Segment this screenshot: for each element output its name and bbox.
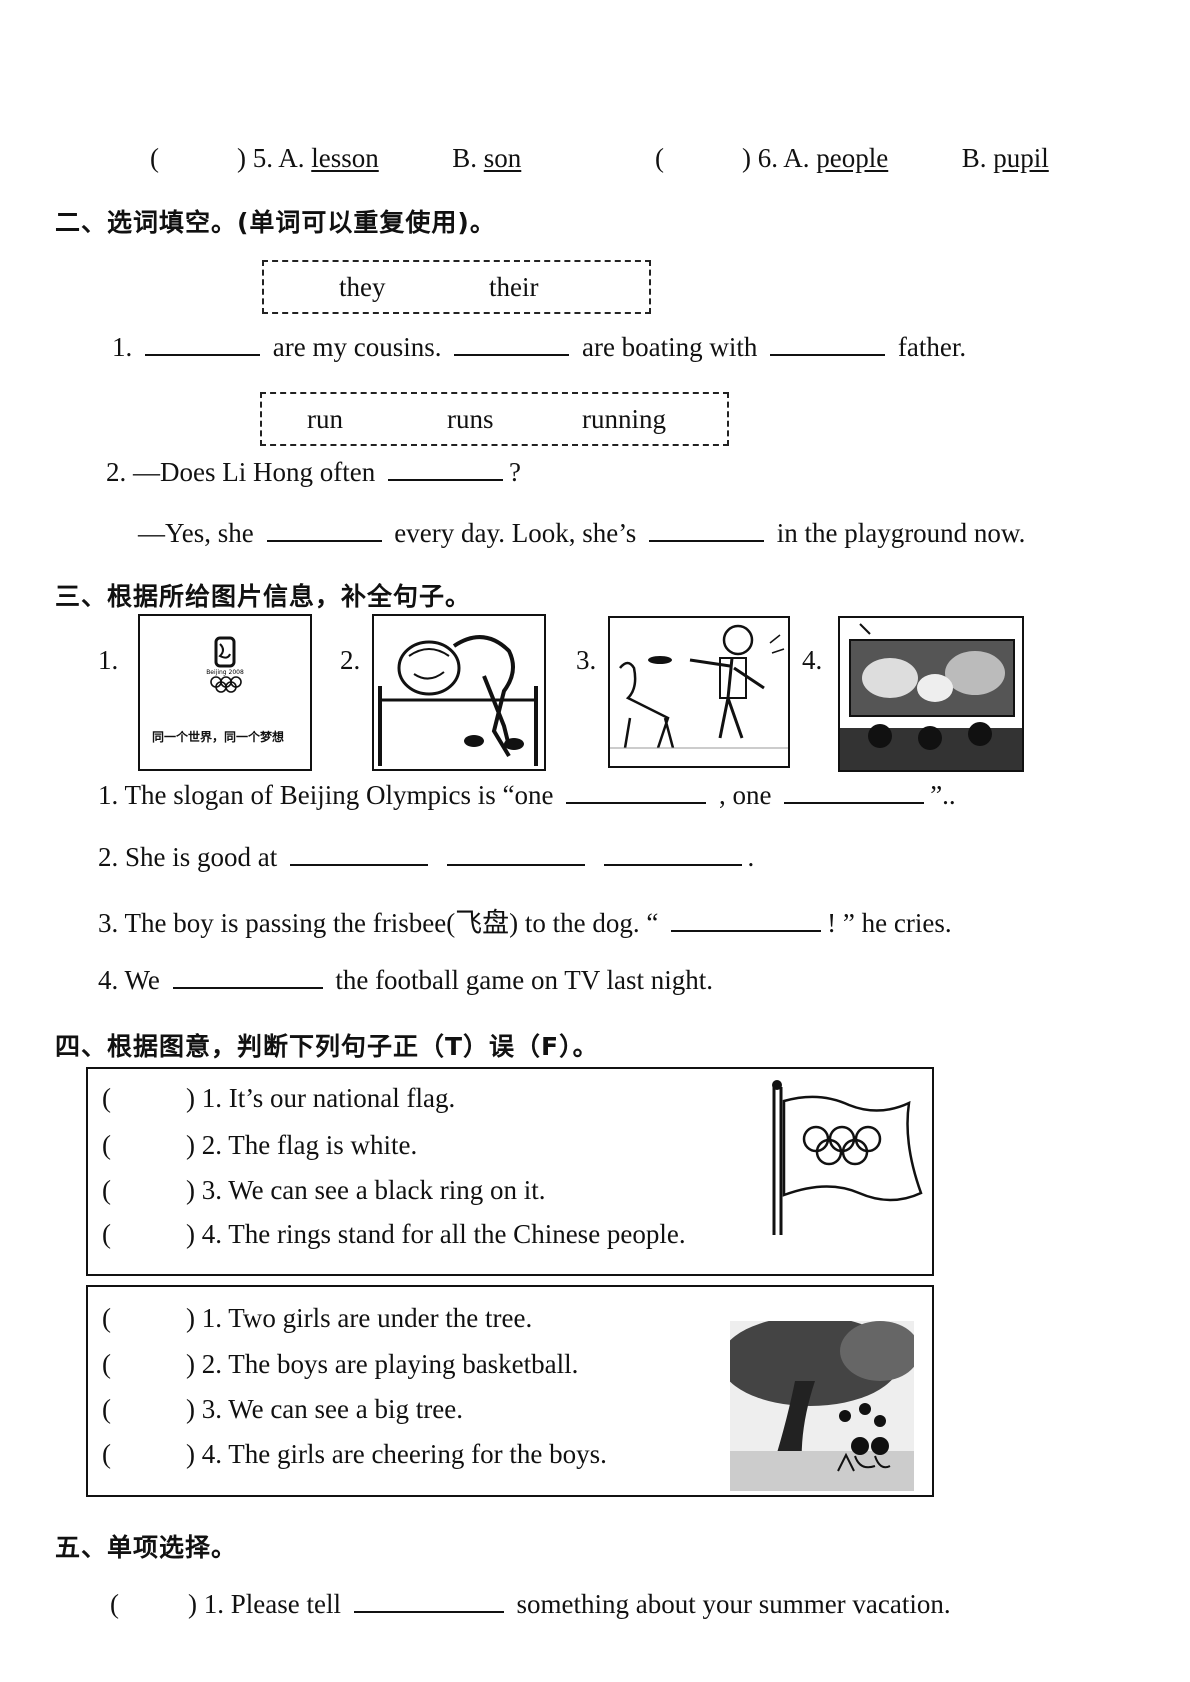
word-box-1: they their [262, 260, 651, 314]
answer-paren[interactable]: ( [102, 1175, 111, 1205]
answer-paren[interactable]: ( [110, 1589, 119, 1619]
tf-item: () 2. The boys are playing basketball. [102, 1349, 579, 1379]
answer-paren[interactable]: ( [102, 1219, 111, 1249]
tf-item: () 3. We can see a black ring on it. [102, 1175, 546, 1205]
answer-blank[interactable] [454, 330, 570, 356]
option-b-son: son [483, 143, 522, 173]
option-b-pupil: pupil [993, 143, 1049, 173]
tf-item: () 4. The rings stand for all the Chines… [102, 1219, 686, 1249]
answer-paren[interactable]: ( [102, 1303, 111, 1333]
answer-blank[interactable] [784, 778, 925, 804]
answer-blank[interactable] [603, 840, 742, 866]
answer-paren[interactable]: ( [102, 1394, 111, 1424]
answer-paren[interactable]: ( [102, 1130, 111, 1160]
family-tv-picture [838, 616, 1024, 772]
high-jump-picture [372, 614, 546, 771]
picture-sentence-1: 1. The slogan of Beijing Olympics is “on… [98, 778, 956, 810]
fill-question-1: 1. are my cousins. are boating with fath… [112, 330, 967, 362]
question-5: () 5. A. lesson B. son [150, 143, 522, 173]
option-a-lesson: lesson [311, 143, 379, 173]
boy-dog-frisbee-icon [610, 624, 788, 749]
true-false-group-1: () 1. It’s our national flag. () 2. The … [86, 1067, 934, 1276]
tf-item: () 3. We can see a big tree. [102, 1394, 463, 1424]
picture-number: 2. [340, 645, 361, 675]
tf-item: () 1. It’s our national flag. [102, 1083, 456, 1113]
answer-blank[interactable] [671, 906, 822, 932]
slogan-caption: 同一个世界，同一个梦想 [152, 730, 285, 744]
answer-blank[interactable] [387, 455, 503, 481]
answer-blank[interactable] [172, 963, 323, 989]
high-jump-icon [378, 635, 538, 766]
answer-blank[interactable] [770, 330, 886, 356]
answer-blank[interactable] [145, 330, 260, 356]
picture-number: 1. [98, 645, 119, 675]
answer-blank[interactable] [648, 516, 764, 542]
answer-paren[interactable]: ( [102, 1349, 111, 1379]
tf-item: () 1. Two girls are under the tree. [102, 1303, 533, 1333]
picture-sentence-2: 2. She is good at . [98, 840, 755, 872]
word-box-2: run runs running [260, 392, 729, 446]
fill-question-2-answer: —Yes, she every day. Look, she’s in the … [138, 516, 1026, 548]
answer-blank[interactable] [446, 840, 585, 866]
part2-heading: 二、选词填空。(单词可以重复使用)。 [55, 208, 496, 237]
tf-item: () 2. The flag is white. [102, 1130, 418, 1160]
answer-blank[interactable] [353, 1587, 504, 1613]
tree-playground-icon [730, 1321, 914, 1491]
svg-text:Beijing 2008: Beijing 2008 [206, 669, 244, 676]
answer-blank[interactable] [566, 778, 707, 804]
watching-tv-icon [840, 623, 1022, 770]
part4-heading: 四、根据图意，判断下列句子正（T）误（F）。 [55, 1032, 599, 1061]
choice-question-1: () 1. Please tell something about your s… [110, 1587, 951, 1619]
answer-paren[interactable]: ( [102, 1083, 111, 1113]
answer-blank[interactable] [266, 516, 382, 542]
picture-number: 4. [802, 645, 823, 675]
picture-sentence-3: 3. The boy is passing the frisbee(飞盘) to… [98, 906, 952, 938]
tf-item: () 4. The girls are cheering for the boy… [102, 1439, 607, 1469]
part5-heading: 五、单项选择。 [55, 1533, 238, 1562]
olympic-flag-icon [772, 1080, 923, 1235]
part3-heading: 三、根据所给图片信息，补全句子。 [55, 582, 472, 611]
olympic-emblem-picture: Beijing 2008 同一个世界，同一个梦想 [138, 614, 312, 771]
true-false-group-2: () 1. Two girls are under the tree. () 2… [86, 1285, 934, 1497]
frisbee-picture [608, 616, 790, 768]
option-a-people: people [816, 143, 889, 173]
answer-paren[interactable]: ( [102, 1439, 111, 1469]
picture-number: 3. [576, 645, 597, 675]
fill-question-2: 2. —Does Li Hong often ? [106, 455, 521, 487]
beijing-emblem-icon: Beijing 2008 [206, 636, 244, 693]
question-6: () 6. A. people B. pupil [655, 143, 1049, 173]
picture-sentence-4: 4. We the football game on TV last night… [98, 963, 714, 995]
answer-blank[interactable] [290, 840, 428, 866]
